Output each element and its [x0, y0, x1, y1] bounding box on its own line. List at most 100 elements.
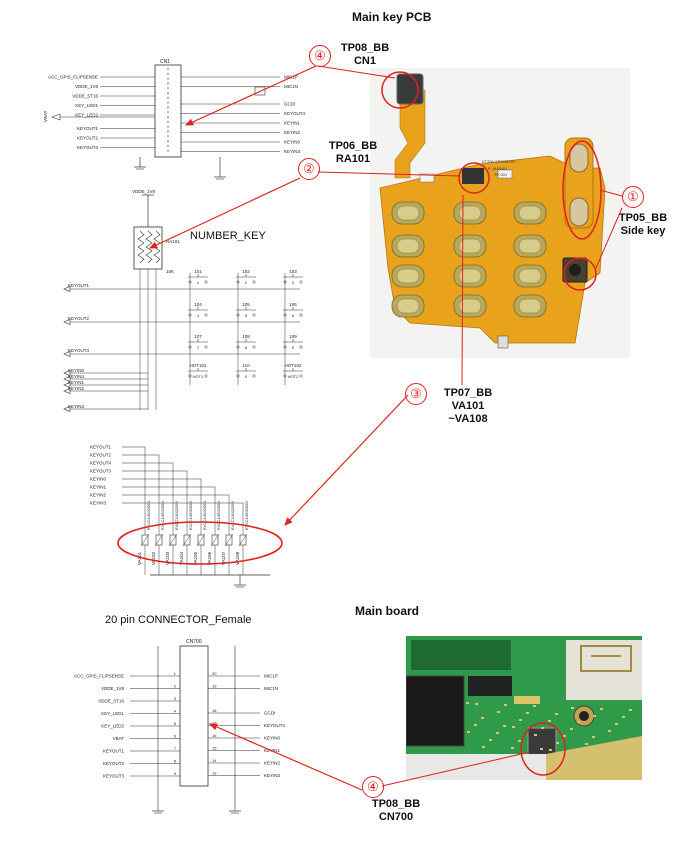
- conn-left-net: ACC_GPIS_FLIPSENSE: [74, 674, 124, 679]
- keyin-label: KEYIN0: [68, 368, 85, 373]
- cn1-pin: [166, 101, 170, 104]
- cn1-pin: [166, 130, 170, 133]
- varistor-net: KEYOUT3: [90, 469, 112, 474]
- main-board-title: Main board: [355, 604, 420, 618]
- varistor-net: KEYIN1: [90, 485, 107, 490]
- key-ref: 109: [289, 334, 297, 339]
- key-num: HOT2: [288, 374, 299, 379]
- key-ref: HOT101: [189, 363, 207, 368]
- main-key-pcb-title: Main key PCB: [352, 10, 432, 24]
- varistor-ref: VA107: [221, 551, 226, 565]
- key-num: 4: [197, 313, 200, 318]
- key-ref: 107: [194, 334, 202, 339]
- conn-left-net: KEY_LED1: [101, 711, 124, 716]
- number-key-schematic: VDDE_1V8 RA101 10K KEYOUT1KEYOUT2KEYOUT3…: [63, 189, 303, 412]
- varistor-ref: VA105: [193, 551, 198, 565]
- varistor-part: EVLC14S02050: [160, 501, 165, 530]
- sidekey-switch-highlight: [563, 257, 597, 291]
- varistor-part: EVLC14S02050: [230, 501, 235, 530]
- cn1-left-net: KEYOUT3: [77, 145, 99, 150]
- conn-pin-num: 13: [212, 771, 217, 776]
- varistor-ref: VA103: [165, 551, 170, 565]
- cn700-highlight: [520, 722, 566, 776]
- cn700-ref-text: CN700: [186, 639, 202, 645]
- conn-right-net: KEYOUT4: [264, 723, 286, 728]
- conn-pin-num: 4: [174, 709, 177, 714]
- cn1-pin: [166, 115, 170, 119]
- conn-right-net: KEYIN1: [264, 748, 281, 753]
- cn1-right-net: KEYIN3: [284, 149, 301, 154]
- cn1-pins: ACC_GPIS_FLIPSENSEVDDE_1V8VDDE_ST16KEY_L…: [48, 67, 306, 154]
- key-num: 1: [197, 280, 200, 285]
- varistor-net: KEYIN0: [90, 477, 107, 482]
- key-num: 8: [245, 345, 248, 350]
- cn1-left-net: KEY_LED1: [75, 103, 98, 108]
- mic-filter: [254, 86, 266, 96]
- main-key-pcb-photo: KT250-SPCM1101 P_MAIN01 TP-001: [370, 68, 630, 358]
- cn1-right-net: KEYOUT4: [284, 111, 306, 116]
- cn1-ref-text: CN1: [160, 59, 170, 65]
- cn1-pin: [166, 91, 170, 95]
- conn-left-net: VBAT: [113, 736, 125, 741]
- conn-left-net: VDDE_1V8: [101, 686, 125, 691]
- conn-pin-num: 17: [212, 721, 217, 726]
- key-num: 3: [292, 280, 295, 285]
- cn1-right-net: KEYIN0: [284, 140, 301, 145]
- conn-pin-num: 6: [174, 734, 177, 739]
- cn1-pin: [166, 111, 170, 114]
- conn-right-net: KEYIN2: [264, 761, 281, 766]
- conn-pin-num: 9: [174, 771, 177, 776]
- conn-pin-num: 8: [174, 759, 177, 764]
- varistor-net: KEYOUT2: [90, 453, 112, 458]
- key-ref: 103: [289, 269, 297, 274]
- conn-pin-num: 3: [174, 696, 177, 701]
- cn1-pin: [166, 139, 170, 143]
- key-ref: 108: [242, 334, 250, 339]
- varistor-net: KEYOUT4: [90, 461, 112, 466]
- keyin-label: KEYIN1: [68, 380, 85, 385]
- r10k-text: 10K: [166, 269, 174, 274]
- cn1-vbat: VBAT: [43, 110, 48, 122]
- cn1-left-net: VDDE_ST16: [72, 94, 98, 99]
- callout-3-num: ③: [405, 383, 427, 405]
- conn-left-net: KEYOUT2: [103, 761, 125, 766]
- varistor-net: KEYIN3: [90, 501, 107, 506]
- cn1-left-net: VDDE_1V8: [75, 84, 99, 89]
- conn-left-net: VDDE_ST16: [98, 699, 124, 704]
- conn-pin-num: 2: [174, 684, 177, 689]
- main-chip: [406, 675, 465, 747]
- pcb-silk-2: P_MAIN01: [488, 166, 508, 171]
- varistor-net: KEYIN2: [90, 493, 107, 498]
- varistor-ref: VA106: [207, 551, 212, 565]
- conn-right-net: KEYIN0: [264, 736, 281, 741]
- conn-left-net: KEY_LED2: [101, 724, 124, 729]
- conn-left-net: KEYOUT3: [103, 774, 125, 779]
- keyout-label: KEYOUT2: [68, 316, 90, 321]
- key-ref: 105: [242, 302, 250, 307]
- cn1-pin: [166, 149, 170, 152]
- varistor-group: KEYOUT1KEYOUT2KEYOUT4KEYOUT3KEYIN0KEYIN1…: [90, 445, 249, 575]
- varistor-part: EVLC14S02050: [216, 501, 221, 530]
- conn-pin-num: 16: [212, 733, 217, 738]
- varistor-ref: VA104: [179, 551, 184, 565]
- conn-pin-num: 20: [212, 671, 217, 676]
- cn1-right-net: KEYIN2: [284, 130, 301, 135]
- ra101-highlight: [458, 162, 490, 194]
- varistor-part: EVLC14S02050: [188, 501, 193, 530]
- vbat-arrow: [51, 113, 61, 121]
- varistor-ref: VA108: [235, 551, 240, 565]
- cn1-highlight: [381, 71, 419, 109]
- cn1-left-net: KEYOUT2: [77, 136, 99, 141]
- conn-right-net: GCDI: [264, 711, 275, 716]
- cn1-left-net: KEYOUT1: [77, 126, 99, 131]
- conn-right-net: MIC1P: [264, 674, 278, 679]
- key-num: 9: [292, 345, 295, 350]
- cn1-left-net: KEY_LED2: [75, 113, 98, 118]
- conn-left-net: KEYOUT1: [103, 749, 125, 754]
- conn-pin-num: 7: [174, 746, 177, 751]
- cn1-right-net: GCDI: [284, 102, 295, 107]
- cn1-pin: [166, 144, 170, 147]
